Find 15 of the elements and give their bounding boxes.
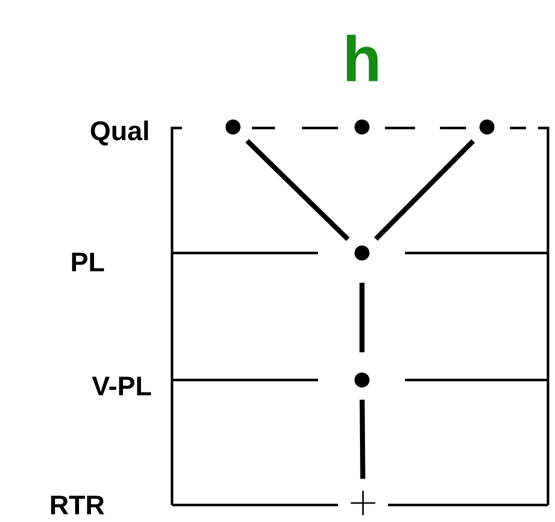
branch-line xyxy=(360,400,366,479)
title: h xyxy=(346,34,378,82)
level-label: Qual xyxy=(90,120,148,146)
dot xyxy=(354,120,370,134)
level-label: RTR xyxy=(51,496,104,514)
level-label: PL xyxy=(72,252,104,272)
dot xyxy=(226,120,240,134)
plus-sign xyxy=(350,490,376,516)
dot xyxy=(354,372,370,388)
dot xyxy=(354,246,370,260)
branch-line xyxy=(360,282,364,352)
level-label: V-PL xyxy=(92,376,151,396)
branch-line xyxy=(374,139,475,241)
branch-line xyxy=(245,138,350,242)
dot xyxy=(480,120,494,134)
